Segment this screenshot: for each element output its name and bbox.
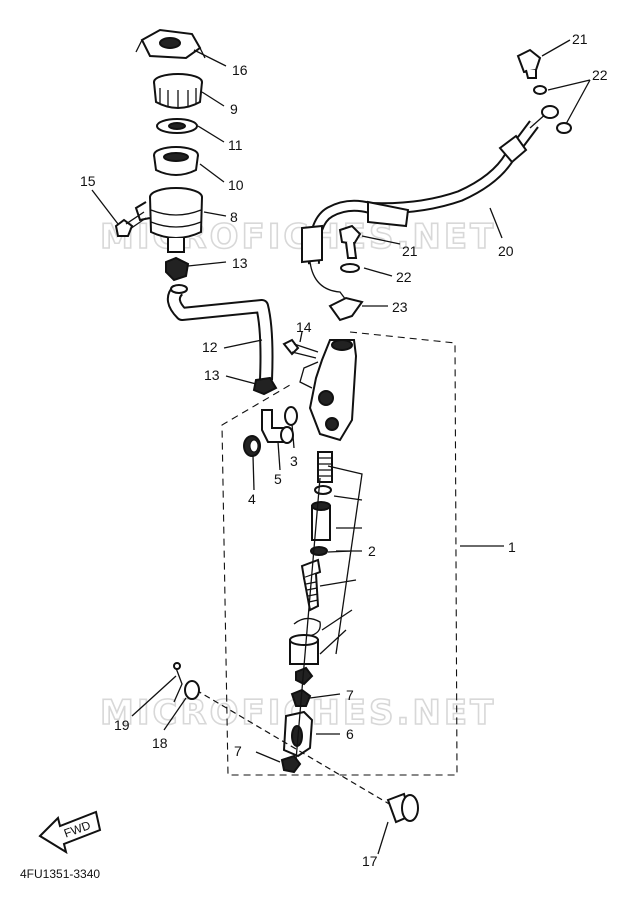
part-3-o-ring [284,406,298,426]
callout-16: 16 [232,62,248,78]
part-2-piston-kit [289,451,363,686]
part-21-banjo-bolt-upper [516,48,542,79]
part-23-banjo [328,296,364,322]
callout-6: 6 [346,726,354,742]
part-11-plate [156,118,198,134]
callout-12: 12 [202,339,218,355]
callout-15: 15 [80,173,96,189]
assembly-outline [221,331,458,776]
fwd-arrow-icon: FWD [38,810,102,855]
callout-19: 19 [114,717,130,733]
callout-1: 1 [508,539,516,555]
part-19-cotter-pin [173,662,183,703]
callout-9: 9 [230,101,238,117]
callout-7-lower: 7 [234,743,242,759]
part-14-bolt [282,338,319,359]
callout-2: 2 [368,543,376,559]
callout-23: 23 [392,299,408,315]
master-cylinder-body [299,339,358,442]
callout-22-upper: 22 [592,67,608,83]
callout-11: 11 [228,137,243,153]
callout-5: 5 [274,471,282,487]
callout-13-upper: 13 [232,255,248,271]
callout-13-lower: 13 [204,367,220,383]
part-13-clamp-lower [252,376,278,396]
part-15-bolt [114,211,147,237]
callout-17: 17 [362,853,378,869]
part-17-clevis-pin [386,792,419,824]
part-9-cap [153,73,203,109]
part-7-nut-lower [280,754,302,774]
diagram-code: 4FU1351-3340 [20,867,100,881]
callout-4: 4 [248,491,256,507]
part-4-grommet [243,435,261,457]
part-12-hose [166,284,274,381]
callout-14: 14 [296,319,312,335]
callout-10: 10 [228,177,244,193]
part-13-clamp-upper [165,256,190,282]
callout-3: 3 [290,453,298,469]
callout-20: 20 [498,243,514,259]
part-22-washer-lower [340,263,360,273]
clevis-pin-axis [195,689,397,809]
callout-7-upper: 7 [346,687,354,703]
pushrod-axis [295,477,321,761]
part-18-washer [184,680,200,700]
part-20-brake-hose [301,111,549,301]
callout-21-lower: 21 [402,243,418,259]
part-21-banjo-bolt-lower [338,224,362,259]
part-10-diaphragm [153,146,199,176]
part-16-cap-cover [135,28,206,60]
callout-8: 8 [230,209,238,225]
callout-21-upper: 21 [572,31,588,47]
part-22-washers-upper [533,85,572,134]
callout-22-lower: 22 [396,269,412,285]
callout-18: 18 [152,735,168,751]
leader-lines [91,39,591,855]
